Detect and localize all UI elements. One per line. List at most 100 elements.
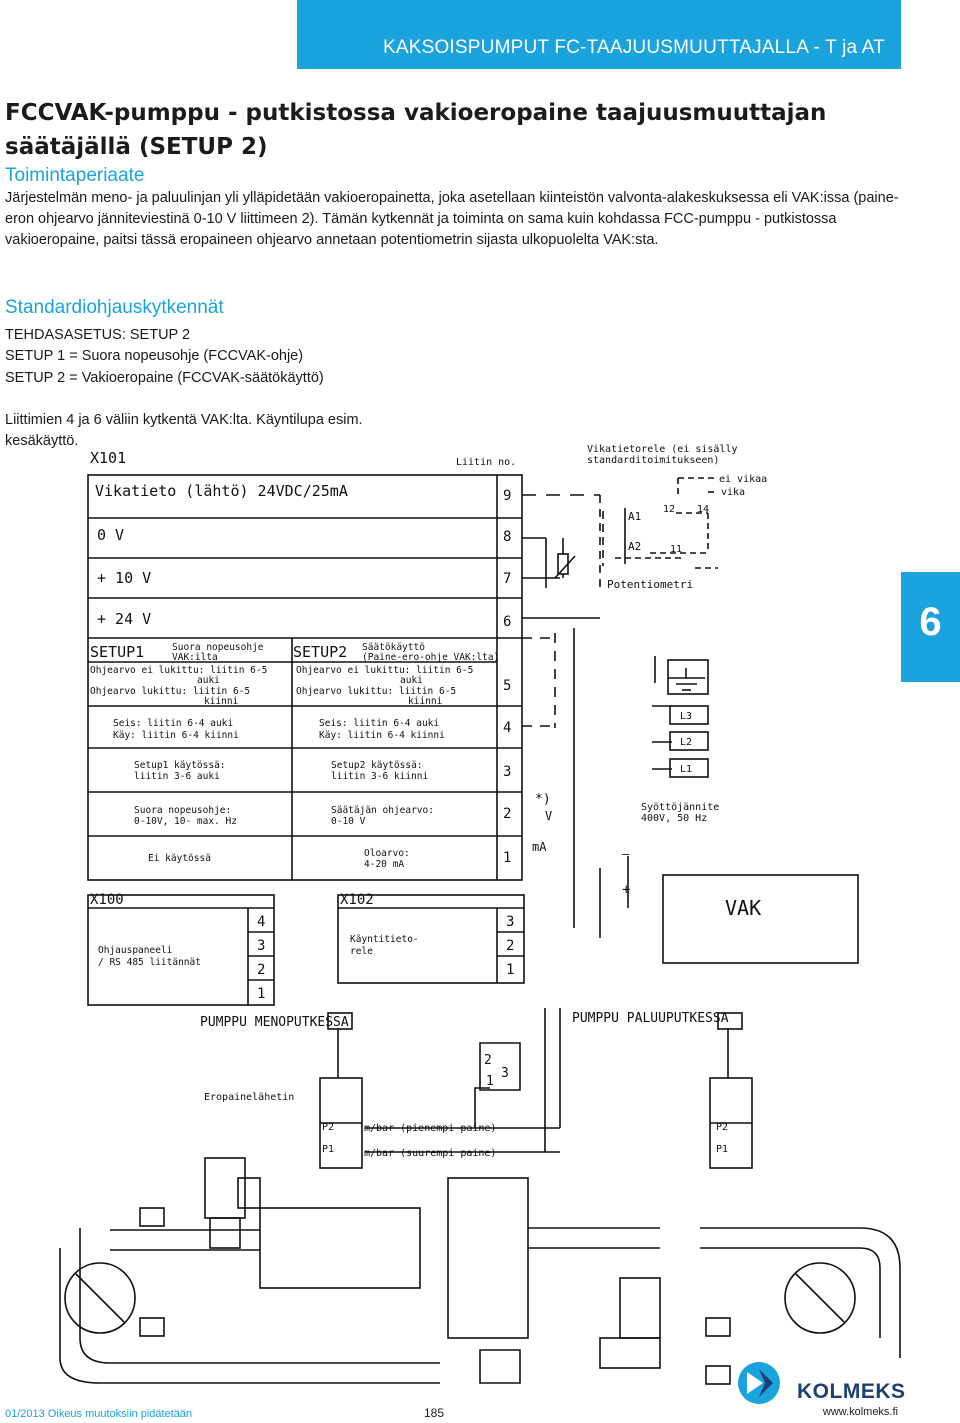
- terminal-1: 1: [503, 850, 511, 866]
- setup-line-1: TEHDASASETUS: SETUP 2: [5, 327, 191, 343]
- setup1-mode-1: Suora nopeusohje: [172, 642, 264, 653]
- setup1-label: SETUP1: [90, 643, 144, 661]
- sensor-p1-return: P1: [716, 1144, 728, 1155]
- x102-label: X102: [340, 892, 374, 908]
- p1-description: m/bar (suurempi paine): [364, 1148, 496, 1159]
- setup2-active-2: liitin 3-6 kiinni: [331, 771, 429, 782]
- relay-11: 11: [670, 544, 682, 555]
- setup2-mode-1: Säätökäyttö: [362, 642, 425, 653]
- x100-label: X100: [90, 892, 124, 908]
- setup2-lock-off-2: auki: [400, 675, 423, 686]
- x102-desc-1: Käyntitieto-: [350, 934, 419, 945]
- terminal-9: 9: [503, 488, 511, 504]
- setup2-mode-2: (Paine-ero-ohje VAK:lta): [362, 652, 499, 663]
- voltage-label: V: [545, 809, 552, 823]
- wiring-note: Liittimien 4 ja 6 väliin kytkentä VAK:lt…: [5, 412, 363, 449]
- supply-2: 400V, 50 Hz: [641, 813, 707, 824]
- star-note: *): [535, 792, 551, 807]
- section-heading-wiring: Standardiohjauskytkennät: [5, 297, 224, 318]
- chapter-number: 6: [919, 600, 942, 644]
- kolmeks-logo: KOLMEKS: [729, 1360, 906, 1406]
- phase-l3: L3: [680, 711, 692, 722]
- sensor-label: Eropainelähetin: [204, 1092, 294, 1103]
- pump-supply-label: PUMPPU MENOPUTKESSA: [200, 1015, 349, 1030]
- row-plus10: + 10 V: [97, 569, 151, 587]
- x102-term-2: 2: [506, 938, 514, 954]
- supply-1: Syöttöjännite: [641, 802, 719, 813]
- fault-label: vika: [721, 487, 745, 498]
- x101-label: X101: [90, 449, 126, 467]
- setup2-ref-1: Säätäjän ohjearvo:: [331, 805, 434, 816]
- terminal-7: 7: [503, 571, 511, 587]
- logo-text: KOLMEKS: [797, 1380, 906, 1403]
- terminal-2: 2: [503, 806, 511, 822]
- setup1-run-2: Käy: liitin 6-4 kiinni: [113, 730, 239, 741]
- setup-line-2: SETUP 1 = Suora nopeusohje (FCCVAK-ohje): [5, 348, 304, 364]
- principle-text: Järjestelmän meno- ja paluulinjan yli yl…: [5, 190, 899, 248]
- milliamp-label: mA: [532, 840, 547, 854]
- setup2-label: SETUP2: [293, 643, 347, 661]
- setup1-active-1: Setup1 käytössä:: [134, 760, 226, 771]
- setup2-lock-on-1: Ohjearvo lukittu: liitin 6-5: [296, 686, 456, 697]
- x102-desc-2: rele: [350, 946, 373, 957]
- header-title: KAKSOISPUMPUT FC-TAAJUUSMUUTTAJALLA - T …: [382, 37, 885, 58]
- p2-description: m/bar (pienempi paine): [364, 1123, 496, 1134]
- potentiometer-label: Potentiometri: [607, 578, 693, 591]
- setup1-ref-2: 0-10V, 10- max. Hz: [134, 816, 237, 827]
- header-bar: KAKSOISPUMPUT FC-TAAJUUSMUUTTAJALLA - T …: [297, 0, 901, 69]
- setup2-run-2: Käy: liitin 6-4 kiinni: [319, 730, 445, 741]
- pump-return-label: PUMPPU PALUUPUTKESSA: [572, 1011, 729, 1026]
- plus-label: +: [622, 882, 630, 898]
- x100-desc-1: Ohjauspaneeli: [98, 945, 173, 956]
- relay-a2: A2: [628, 540, 641, 553]
- setup1-not-used: Ei käytössä: [148, 853, 211, 864]
- setup2-actual-2: 4-20 mA: [364, 859, 404, 870]
- terminal-4: 4: [503, 720, 511, 736]
- x100-desc-2: / RS 485 liitännät: [98, 957, 201, 968]
- phase-l1: L1: [680, 764, 692, 775]
- setup2-ref-2: 0-10 V: [331, 816, 366, 827]
- setup1-lock-on-2: kiinni: [204, 696, 239, 707]
- setup2-lock-on-2: kiinni: [408, 696, 443, 707]
- connector-pin-2: 2: [484, 1053, 492, 1068]
- page-title: FCCVAK-pumppu - putkistossa vakioeropain…: [5, 100, 827, 160]
- connector-pin-3: 3: [501, 1066, 509, 1081]
- row-plus24: + 24 V: [97, 610, 151, 628]
- vak-label: VAK: [725, 896, 761, 920]
- terminal-no-label: Liitin no.: [456, 457, 516, 468]
- sensor-p2-return: P2: [716, 1122, 728, 1133]
- setup2-lock-off-1: Ohjearvo ei lukittu: liitin 6-5: [296, 665, 473, 676]
- page-number: 185: [424, 1406, 445, 1420]
- setup1-mode-2: VAK:ilta: [172, 652, 218, 663]
- setup2-actual-1: Oloarvo:: [364, 848, 410, 859]
- section-heading-principle: Toimintaperiaate: [5, 165, 145, 186]
- sensor-p1: P1: [322, 1144, 334, 1155]
- relay-14: 14: [697, 504, 709, 515]
- setup2-run-1: Seis: liitin 6-4 auki: [319, 718, 439, 729]
- setup1-active-2: liitin 3-6 auki: [134, 771, 220, 782]
- connector-pin-1: 1: [486, 1074, 494, 1089]
- relay-12: 12: [663, 504, 675, 515]
- sensor-p2: P2: [322, 1122, 334, 1133]
- x100-term-4: 4: [257, 914, 265, 930]
- setup1-lock-off-1: Ohjearvo ei lukittu: liitin 6-5: [90, 665, 267, 676]
- terminal-3: 3: [503, 764, 511, 780]
- phase-l2: L2: [680, 737, 692, 748]
- x100-term-2: 2: [257, 962, 265, 978]
- x102-term-3: 3: [506, 914, 514, 930]
- wiring-diagram: X101 Liitin no. Vikatietorele (ei sisäll…: [59, 444, 901, 1385]
- setup2-active-1: Setup2 käytössä:: [331, 760, 423, 771]
- no-fault-label: ei vikaa: [719, 474, 767, 485]
- x102-term-1: 1: [506, 962, 514, 978]
- fault-relay-line1: Vikatietorele (ei sisälly: [587, 444, 738, 455]
- chapter-tab: 6: [901, 572, 960, 682]
- fault-relay-line2: standarditoimitukseen): [587, 455, 719, 466]
- footer-note: 01/2013 Oikeus muutoksiin pidätetään: [5, 1408, 193, 1420]
- setup1-lock-on-1: Ohjearvo lukittu: liitin 6-5: [90, 686, 250, 697]
- terminal-6: 6: [503, 614, 511, 630]
- footer-url[interactable]: www.kolmeks.fi: [822, 1406, 898, 1418]
- relay-a1: A1: [628, 510, 641, 523]
- minus-label: —: [622, 847, 630, 861]
- x100-term-3: 3: [257, 938, 265, 954]
- terminal-8: 8: [503, 529, 511, 545]
